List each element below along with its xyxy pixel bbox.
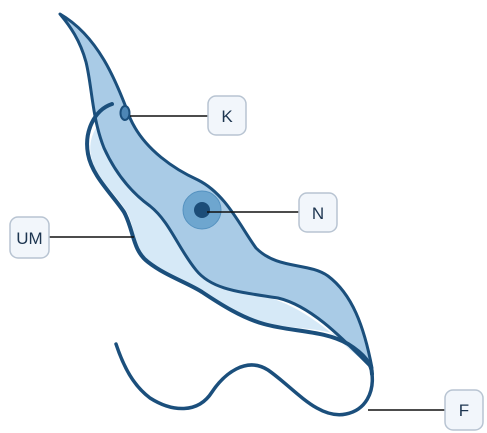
label-text-kinetoplast: K — [221, 107, 233, 126]
label-box-undulating-membrane — [9, 216, 50, 259]
label-box-flagellum — [444, 389, 484, 431]
nucleus-inner — [194, 202, 210, 218]
kinetoplast — [119, 105, 131, 121]
label-text-nucleus: N — [312, 204, 324, 223]
label-text-undulating-membrane: UM — [16, 229, 42, 248]
label-box-kinetoplast — [207, 95, 247, 136]
label-box-nucleus — [298, 192, 338, 233]
label-undulating-membrane: UM — [9, 216, 50, 259]
label-kinetoplast: K — [207, 95, 247, 136]
free-flagellum — [114, 342, 375, 417]
label-flagellum: F — [444, 389, 484, 431]
flagellum-membrane-edge — [85, 102, 374, 376]
label-nucleus: N — [298, 192, 338, 233]
label-text-flagellum: F — [459, 401, 469, 420]
